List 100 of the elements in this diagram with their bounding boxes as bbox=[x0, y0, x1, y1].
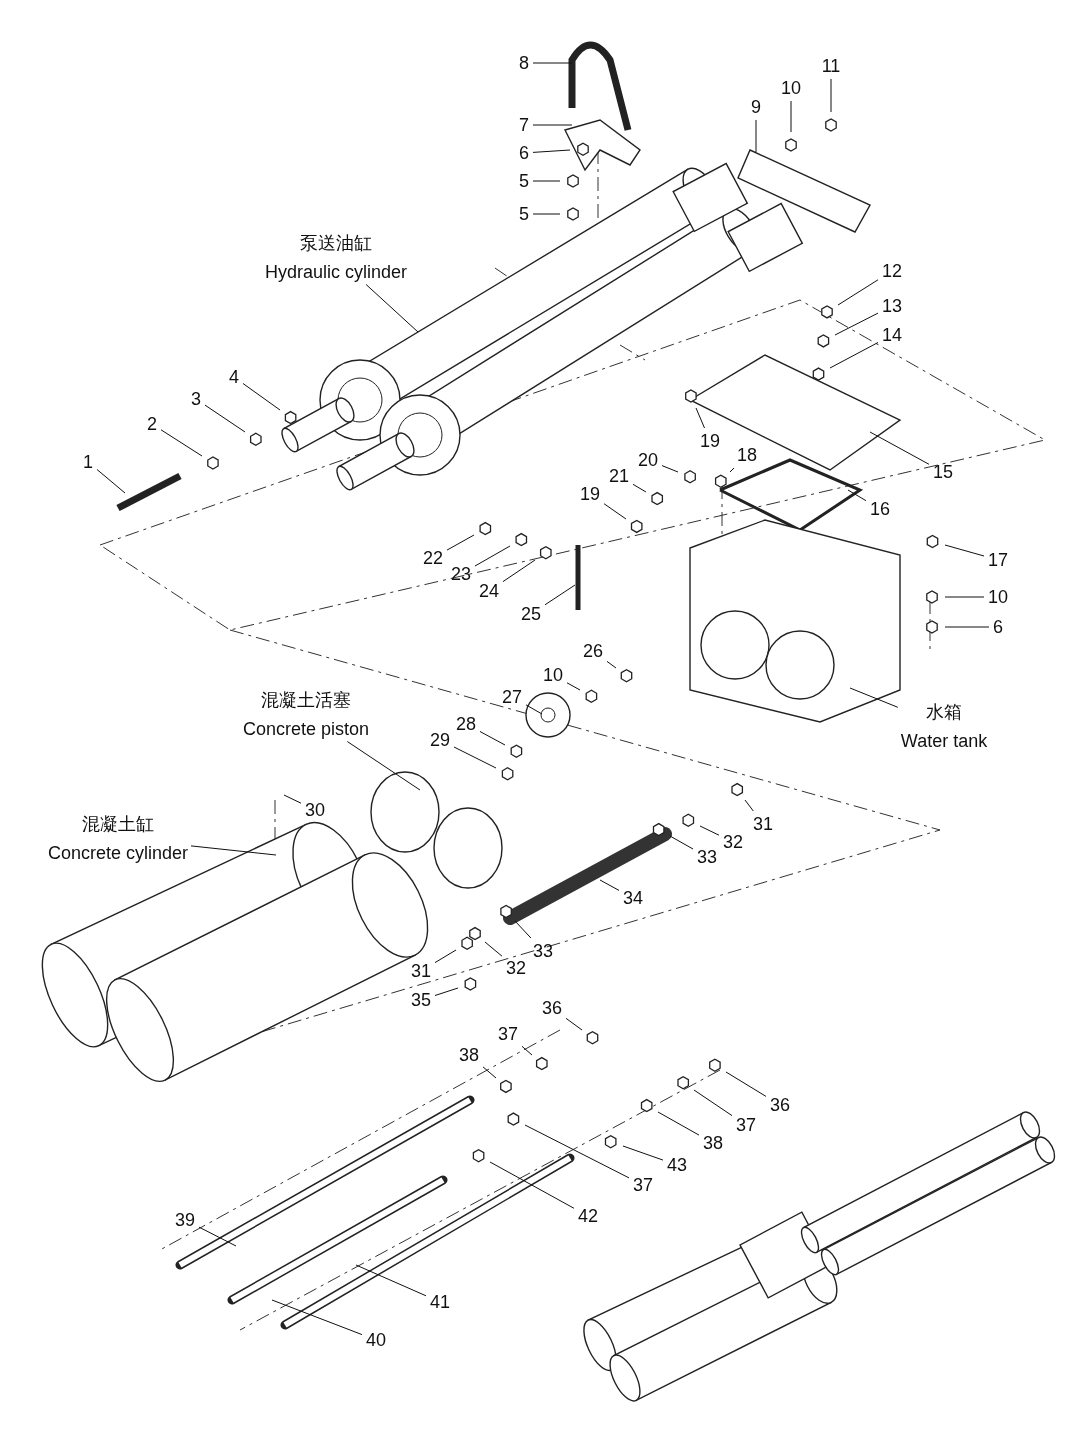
callout-number: 34 bbox=[622, 888, 644, 908]
part-label: Water tank bbox=[900, 730, 988, 751]
leader-line bbox=[869, 431, 930, 465]
callout-number: 30 bbox=[304, 800, 326, 820]
leader-line bbox=[847, 489, 867, 502]
leader-line bbox=[446, 534, 475, 551]
part-label: Concrete cylinder bbox=[47, 842, 189, 863]
leader-line bbox=[532, 62, 573, 64]
leader-line bbox=[434, 949, 457, 964]
callout-number: 6 bbox=[518, 143, 530, 163]
callout-number: 17 bbox=[987, 550, 1009, 570]
callout-number: 27 bbox=[501, 687, 523, 707]
callout-number: 38 bbox=[458, 1045, 480, 1065]
leader-line bbox=[190, 845, 277, 856]
callout-number: 43 bbox=[666, 1155, 688, 1175]
part-label: Concrete piston bbox=[242, 718, 370, 739]
leader-line bbox=[198, 1226, 237, 1247]
leader-line bbox=[834, 312, 879, 336]
leader-line bbox=[699, 825, 720, 836]
callout-number: 8 bbox=[518, 53, 530, 73]
leader-line bbox=[489, 1161, 575, 1209]
leader-line bbox=[502, 559, 536, 583]
leader-line bbox=[283, 794, 302, 804]
callout-number: 37 bbox=[497, 1024, 519, 1044]
callout-number: 21 bbox=[608, 466, 630, 486]
leader-line bbox=[532, 124, 573, 126]
callout-number: 14 bbox=[881, 325, 903, 345]
leader-line bbox=[479, 731, 506, 746]
leader-line bbox=[790, 100, 792, 133]
leader-line bbox=[365, 284, 419, 333]
callout-number: 13 bbox=[881, 296, 903, 316]
leader-line bbox=[725, 1071, 767, 1097]
leader-line bbox=[695, 407, 705, 429]
leader-line bbox=[603, 503, 627, 520]
callout-number: 35 bbox=[410, 990, 432, 1010]
callout-number: 22 bbox=[422, 548, 444, 568]
leader-line bbox=[532, 213, 561, 215]
callout-number: 37 bbox=[735, 1115, 757, 1135]
leader-line bbox=[657, 1111, 700, 1136]
callout-number: 10 bbox=[987, 587, 1009, 607]
leader-line bbox=[669, 835, 694, 850]
callout-number: 7 bbox=[518, 115, 530, 135]
callout-number: 9 bbox=[750, 97, 762, 117]
callout-number: 42 bbox=[577, 1206, 599, 1226]
leader-line bbox=[532, 149, 571, 153]
callout-number: 31 bbox=[410, 961, 432, 981]
leader-line bbox=[565, 1017, 583, 1031]
leader-line bbox=[204, 404, 246, 433]
leader-line bbox=[830, 78, 832, 113]
leader-line bbox=[944, 596, 985, 598]
callout-number: 32 bbox=[722, 832, 744, 852]
leader-line bbox=[453, 746, 497, 769]
callout-number: 5 bbox=[518, 171, 530, 191]
leader-line bbox=[524, 1124, 630, 1179]
callout-number: 1 bbox=[82, 452, 94, 472]
leader-line bbox=[514, 920, 532, 939]
leader-line bbox=[566, 682, 581, 691]
callout-number: 2 bbox=[146, 414, 158, 434]
callout-number: 11 bbox=[820, 56, 842, 76]
callout-number: 15 bbox=[932, 462, 954, 482]
leader-line bbox=[729, 467, 735, 473]
part-label: Hydraulic cylinder bbox=[264, 261, 408, 282]
leader-line bbox=[632, 483, 647, 493]
callout-number: 4 bbox=[228, 367, 240, 387]
callout-number: 23 bbox=[450, 564, 472, 584]
leader-line bbox=[661, 465, 679, 473]
leader-line bbox=[599, 879, 620, 891]
callout-number: 41 bbox=[429, 1292, 451, 1312]
leader-line bbox=[355, 1264, 427, 1297]
leader-line bbox=[160, 429, 203, 457]
leader-line bbox=[744, 799, 754, 812]
callout-number: 19 bbox=[699, 431, 721, 451]
callout-number: 16 bbox=[869, 499, 891, 519]
leader-line bbox=[242, 383, 281, 411]
callout-number: 28 bbox=[455, 714, 477, 734]
leader-line bbox=[482, 1066, 497, 1079]
callout-number: 25 bbox=[520, 604, 542, 624]
callout-number: 26 bbox=[582, 641, 604, 661]
leader-line bbox=[525, 704, 543, 715]
callout-number: 18 bbox=[736, 445, 758, 465]
callout-number: 24 bbox=[478, 581, 500, 601]
callout-number: 40 bbox=[365, 1330, 387, 1350]
callout-number: 20 bbox=[637, 450, 659, 470]
leader-line bbox=[755, 119, 757, 153]
leader-line bbox=[544, 584, 576, 606]
leader-line bbox=[96, 469, 126, 494]
callout-number: 3 bbox=[190, 389, 202, 409]
callout-number: 33 bbox=[696, 847, 718, 867]
callout-number: 31 bbox=[752, 814, 774, 834]
leader-line bbox=[434, 987, 459, 996]
leader-line bbox=[606, 660, 617, 669]
leader-line bbox=[829, 342, 879, 369]
callout-number: 39 bbox=[174, 1210, 196, 1230]
part-label: 泵送油缸 bbox=[299, 232, 373, 253]
callout-number: 33 bbox=[532, 941, 554, 961]
leader-line bbox=[944, 544, 985, 557]
part-label: 混凝土缸 bbox=[81, 813, 155, 834]
leader-line bbox=[271, 1299, 363, 1336]
leader-line bbox=[622, 1145, 664, 1161]
leader-line bbox=[484, 941, 503, 957]
